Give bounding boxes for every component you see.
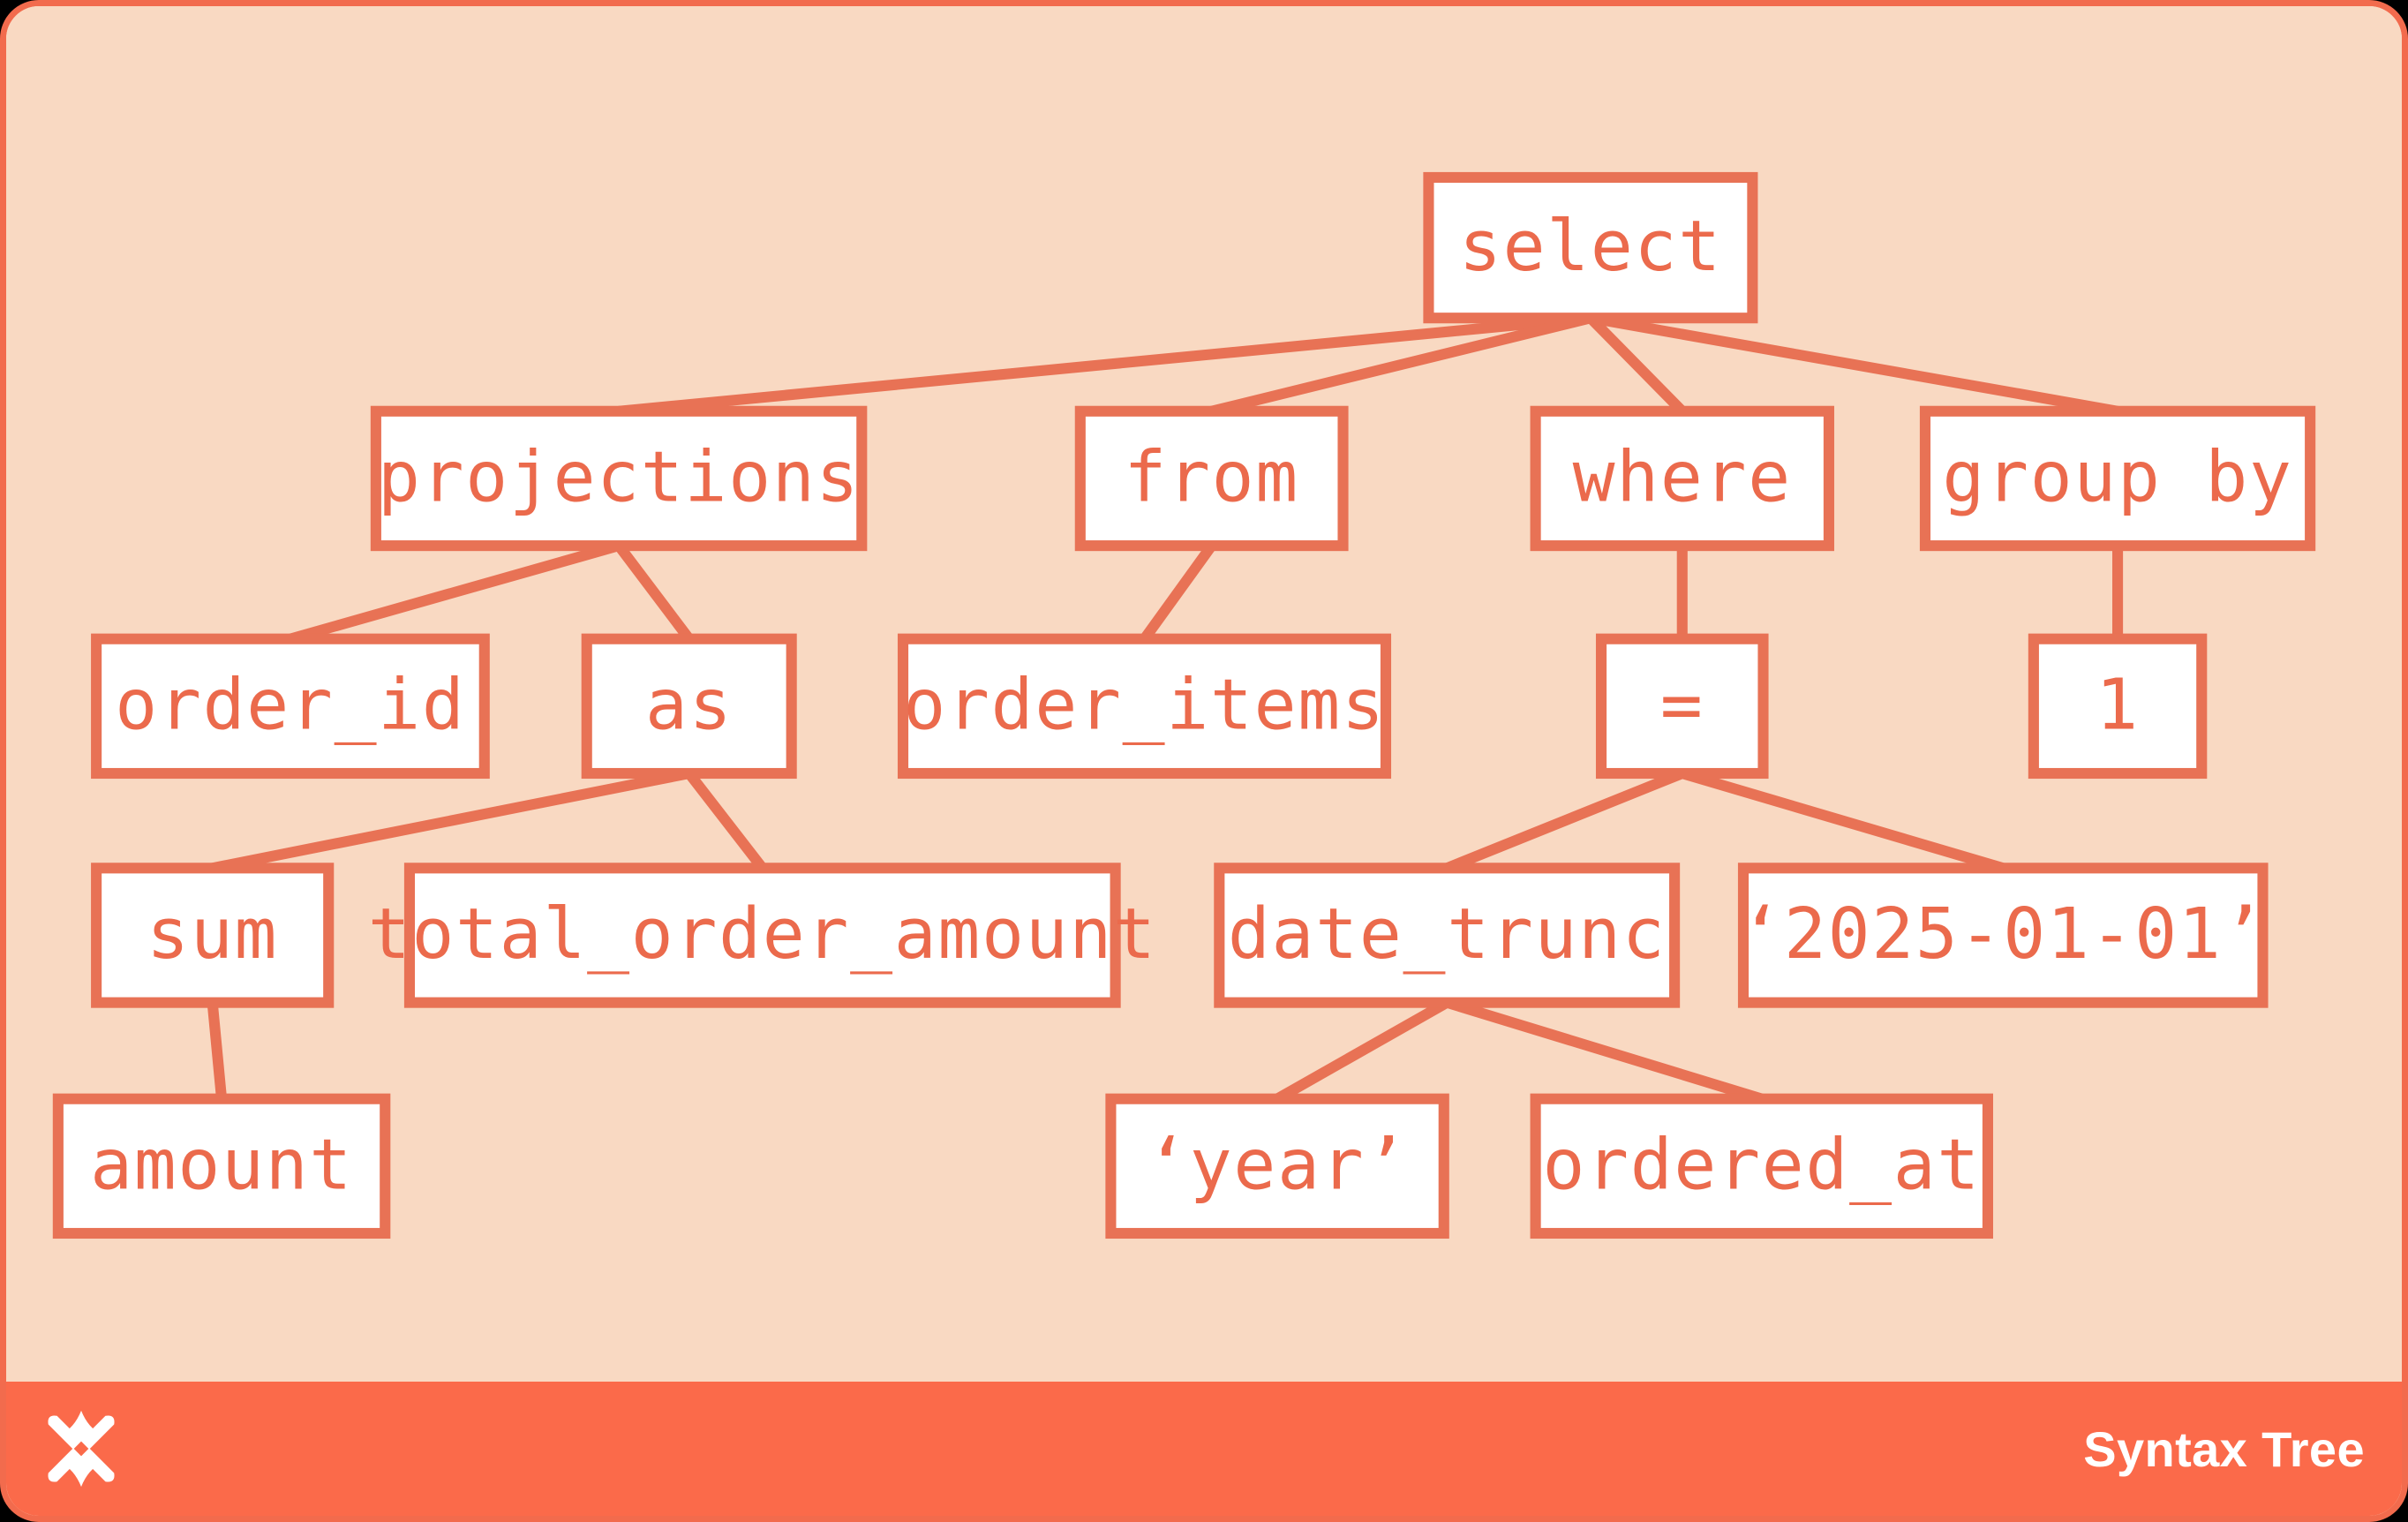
tree-node-label: date_trunc: [1228, 893, 1667, 975]
tree-node-date_literal[interactable]: ‘2025-01-01’: [1737, 863, 2269, 1008]
tree-edge: [1210, 313, 1592, 417]
tree-node-box: [581, 633, 797, 780]
tree-edge: [1444, 768, 1685, 873]
tree-node-box: [2028, 633, 2208, 780]
tree-node-order_items[interactable]: order_items: [897, 633, 1392, 780]
tree-node-label: sum: [147, 893, 278, 975]
tree-node-from[interactable]: from: [1074, 405, 1349, 552]
tree-edge: [289, 540, 621, 644]
tree-node-label: ordered_at: [1542, 1123, 1981, 1205]
tree-node-label: =: [1660, 663, 1704, 745]
tree-node-label: order_id: [115, 663, 465, 745]
tree-node-label: projections: [378, 435, 860, 517]
tree-node-label: ‘year’: [1146, 1123, 1409, 1205]
tree-node-year_literal[interactable]: ‘year’: [1105, 1093, 1449, 1239]
tree-node-label: ‘2025-01-01’: [1740, 893, 2266, 975]
tree-edge: [1140, 542, 1216, 643]
syntax-tree-area: select projections from where group by order_…: [6, 6, 2402, 1382]
tree-node-box: [91, 633, 490, 780]
tree-edge: [1586, 313, 1687, 416]
tree-node-group_by[interactable]: group by: [1919, 405, 2316, 552]
tree-node-amount[interactable]: amount: [52, 1093, 391, 1239]
tree-node-label: 1: [2096, 663, 2140, 745]
tree-edge: [211, 768, 690, 874]
tree-node-box: [1595, 633, 1769, 780]
tree-edge: [684, 770, 767, 872]
footer-bar: Syntax Tree: [6, 1382, 2402, 1516]
tree-node-box: [52, 1093, 391, 1239]
tree-node-total_order_amount[interactable]: total_order_amount: [368, 863, 1157, 1008]
tree-node-label: amount: [90, 1123, 353, 1205]
tree-node-where[interactable]: where: [1530, 405, 1834, 552]
tree-edge: [614, 542, 694, 643]
tree-edge: [1681, 768, 2005, 874]
tree-node-label: order_items: [903, 663, 1385, 745]
tree-edge: [207, 1002, 228, 1100]
tree-node-box: [91, 863, 335, 1008]
tree-node-ordered_at[interactable]: ordered_at: [1530, 1093, 1993, 1239]
tree-node-as[interactable]: as: [581, 633, 797, 780]
tree-node-sum[interactable]: sum: [91, 863, 335, 1008]
tree-node-label: select: [1459, 205, 1722, 287]
tree-node-label: as: [645, 663, 733, 745]
tree-node-box: [1530, 405, 1834, 552]
tree-node-box: [1074, 405, 1349, 552]
tree-node-label: group by: [1942, 435, 2292, 517]
tree-node-box: [370, 405, 868, 552]
tree-node-box: [1423, 171, 1758, 324]
tree-node-box: [1919, 405, 2316, 552]
tree-nodes-layer: select projections from where group by order_…: [52, 171, 2316, 1239]
tree-node-box: [403, 863, 1121, 1008]
tree-node-date_trunc[interactable]: date_trunc: [1214, 863, 1681, 1008]
tree-node-eq[interactable]: =: [1595, 633, 1769, 780]
tree-edge: [1275, 998, 1450, 1104]
tree-node-box: [1530, 1093, 1993, 1239]
tree-node-label: where: [1573, 435, 1792, 517]
tree-node-box: [897, 633, 1392, 780]
tree-edge: [1445, 997, 1764, 1104]
tree-node-select[interactable]: select: [1423, 171, 1758, 324]
tree-node-one[interactable]: 1: [2028, 633, 2208, 780]
tree-node-projections[interactable]: projections: [370, 405, 868, 552]
tree-node-label: total_order_amount: [368, 893, 1157, 975]
footer-title: Syntax Tree: [2083, 1420, 2365, 1477]
tree-edge: [1589, 313, 2119, 417]
tree-node-box: [1105, 1093, 1449, 1239]
syntax-tree-svg: select projections from where group by order_…: [52, 171, 2316, 1239]
x-star-logo-icon: [48, 1410, 115, 1488]
tree-node-box: [1214, 863, 1681, 1008]
tree-node-order_id[interactable]: order_id: [91, 633, 490, 780]
tree-edges-layer: [207, 313, 2124, 1104]
tree-edge: [618, 313, 1592, 417]
tree-node-box: [1737, 863, 2269, 1008]
tree-node-label: from: [1124, 435, 1299, 517]
